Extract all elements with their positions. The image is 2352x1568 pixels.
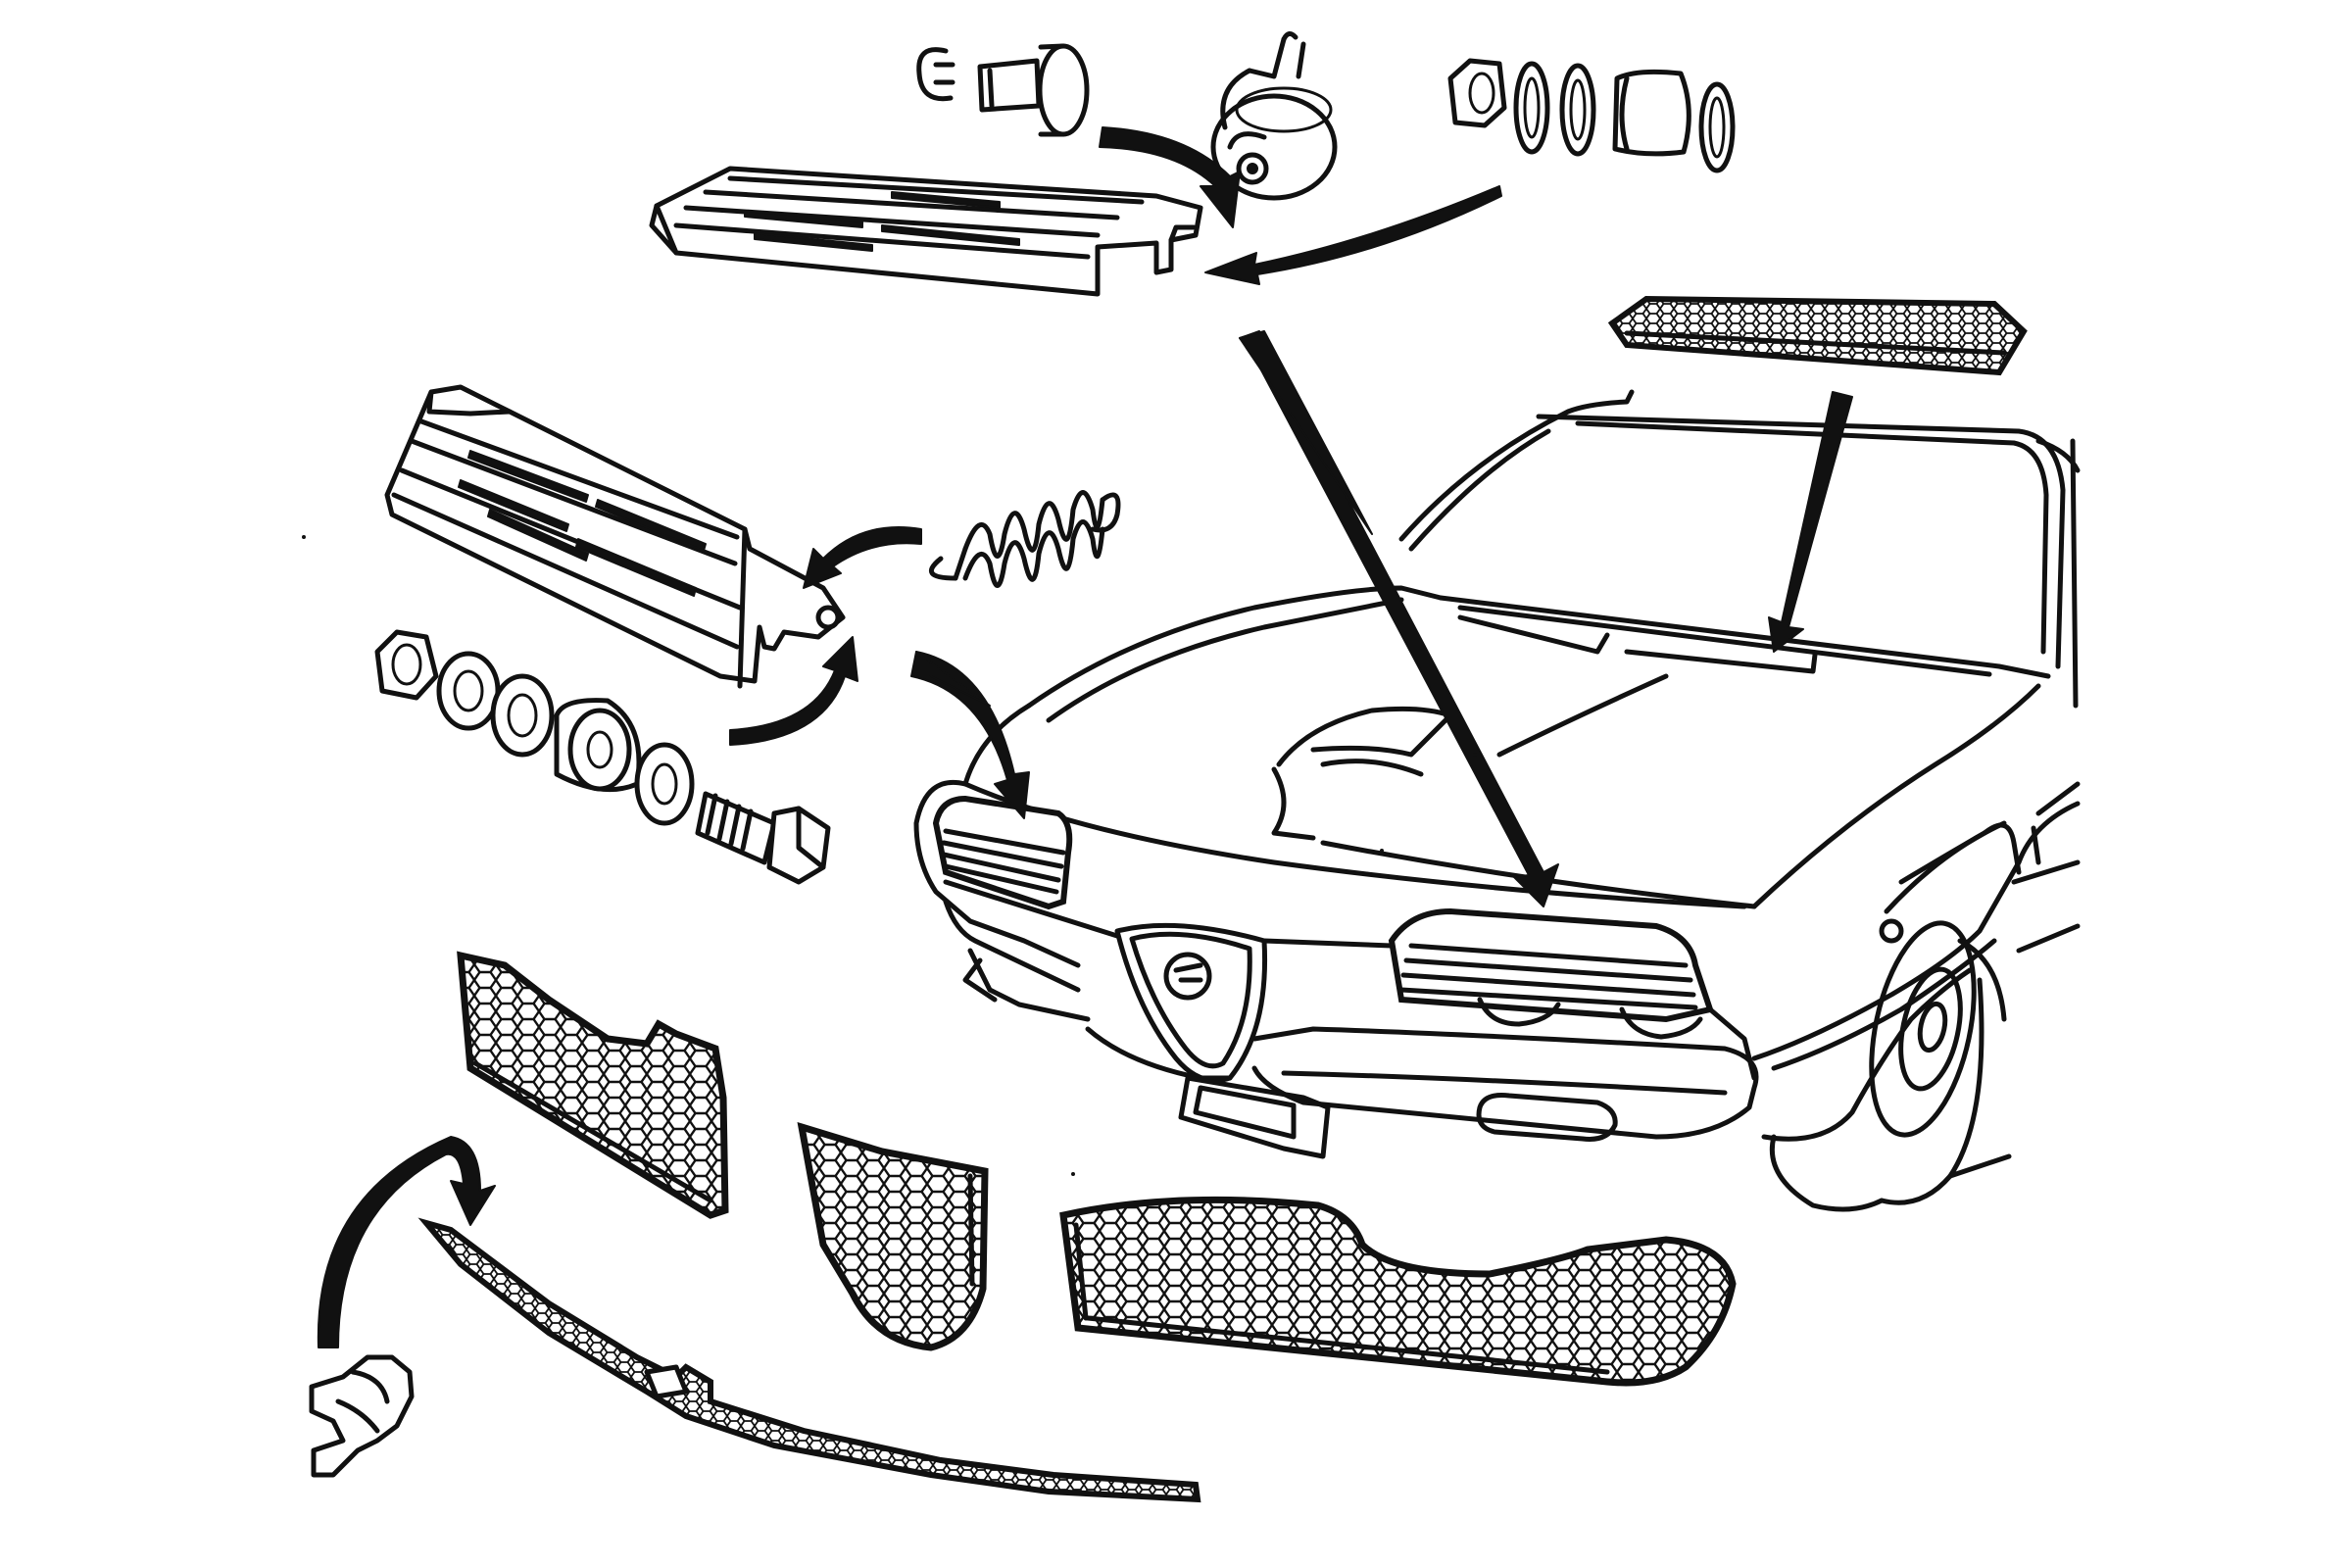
center-shield-mesh: [797, 1121, 989, 1351]
pivot-bolt: [695, 791, 831, 885]
left-headlight-grille: [384, 384, 846, 689]
lower-bushing-stack: [374, 629, 695, 826]
scan-specks: [302, 535, 1477, 1176]
lower-valance-trim-strip: [417, 1217, 1201, 1503]
car-front-view: [913, 389, 2081, 1212]
assembly-arrows: [317, 126, 1853, 1348]
pivot-pin-with-clip: [916, 43, 1090, 137]
upper-bushing-stack: [1447, 58, 1736, 173]
headlight-motor: [1210, 31, 1338, 201]
upper-headlight-grille: [649, 166, 1203, 297]
right-lower-grille-mesh: [1059, 1196, 1737, 1387]
return-spring: [928, 490, 1121, 588]
trim-clip: [309, 1354, 415, 1478]
scuttle-vent-mesh: [1607, 295, 2028, 376]
left-lower-grille-mesh: [457, 951, 729, 1219]
